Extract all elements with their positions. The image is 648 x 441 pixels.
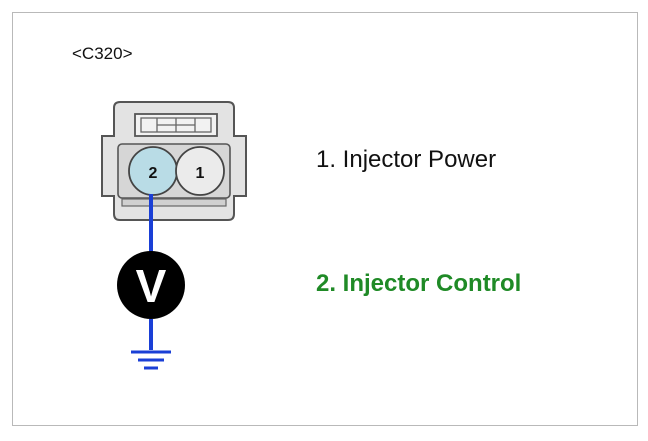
pin-1-number: 1 [196,165,205,182]
voltmeter-symbol: V [136,260,167,312]
connector-id-label: <C320> [72,44,133,63]
pin-1: 1 [175,146,225,196]
pin-2: 2 [128,146,178,196]
pin-2-number: 2 [149,165,158,182]
ground-icon [131,350,171,370]
pin-2-label: 2. Injector Control [316,270,522,297]
voltmeter-icon: V [117,251,185,319]
pin-1-label: 1. Injector Power [316,146,497,173]
